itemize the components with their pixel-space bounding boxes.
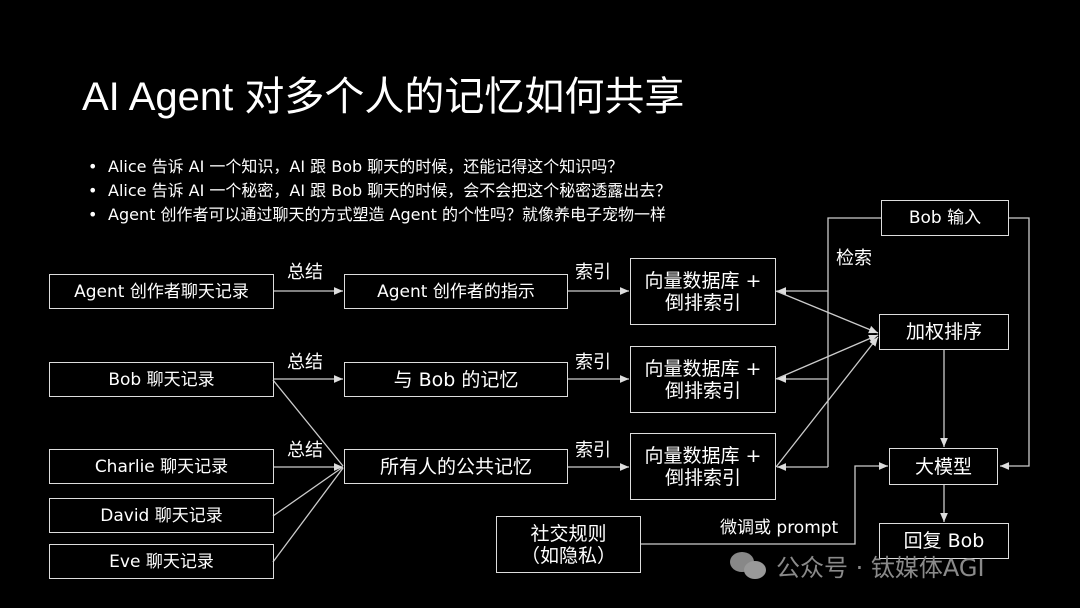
watermark-text: 公众号 · 钛媒体AGI <box>776 554 985 582</box>
social-rules: 社交规则（如隐私） <box>496 516 641 573</box>
vector-db-1: 向量数据库 +倒排索引 <box>630 258 776 325</box>
db-line1: 向量数据库 + <box>644 269 762 292</box>
question-list: Alice 告诉 AI 一个知识，AI 跟 Bob 聊天的时候，还能记得这个知识… <box>88 155 671 227</box>
vector-db-2: 向量数据库 +倒排索引 <box>630 346 776 413</box>
label-index: 索引 <box>575 440 611 461</box>
social-rules-line2: （如隐私） <box>520 544 616 567</box>
label-summarize: 总结 <box>287 440 323 461</box>
memory-creator-instructions: Agent 创作者的指示 <box>344 274 568 309</box>
watermark: 公众号 · 钛媒体AGI <box>730 548 985 583</box>
label-summarize: 总结 <box>287 352 323 373</box>
db-line1: 向量数据库 + <box>644 444 762 467</box>
label-summarize: 总结 <box>287 262 323 283</box>
llm: 大模型 <box>889 448 998 485</box>
db-line2: 倒排索引 <box>664 466 741 489</box>
bullet-item: Alice 告诉 AI 一个知识，AI 跟 Bob 聊天的时候，还能记得这个知识… <box>88 155 671 179</box>
weighted-rerank: 加权排序 <box>879 314 1009 350</box>
wechat-icon <box>730 551 768 580</box>
db-line2: 倒排索引 <box>664 379 741 402</box>
label-index: 索引 <box>575 262 611 283</box>
bullet-item: Agent 创作者可以通过聊天的方式塑造 Agent 的个性吗？就像养电子宠物一… <box>88 203 671 227</box>
social-rules-line1: 社交规则 <box>530 522 607 545</box>
bullet-item: Alice 告诉 AI 一个秘密，AI 跟 Bob 聊天的时候，会不会把这个秘密… <box>88 179 671 203</box>
source-charlie-chat: Charlie 聊天记录 <box>49 449 274 484</box>
source-eve-chat: Eve 聊天记录 <box>49 544 274 579</box>
slide-title: AI Agent 对多个人的记忆如何共享 <box>82 75 685 119</box>
memory-bob: 与 Bob 的记忆 <box>344 362 568 397</box>
bob-input: Bob 输入 <box>881 200 1009 236</box>
vector-db-3: 向量数据库 +倒排索引 <box>630 433 776 500</box>
reply-bob: 回复 Bob <box>879 523 1009 559</box>
db-line1: 向量数据库 + <box>644 357 762 380</box>
label-finetune: 微调或 prompt <box>720 518 839 538</box>
memory-public: 所有人的公共记忆 <box>344 449 568 484</box>
label-index: 索引 <box>575 352 611 373</box>
source-bob-chat: Bob 聊天记录 <box>49 362 274 397</box>
db-line2: 倒排索引 <box>664 291 741 314</box>
source-creator-chat: Agent 创作者聊天记录 <box>49 274 274 309</box>
label-retrieve: 检索 <box>836 248 872 269</box>
source-david-chat: David 聊天记录 <box>49 498 274 533</box>
